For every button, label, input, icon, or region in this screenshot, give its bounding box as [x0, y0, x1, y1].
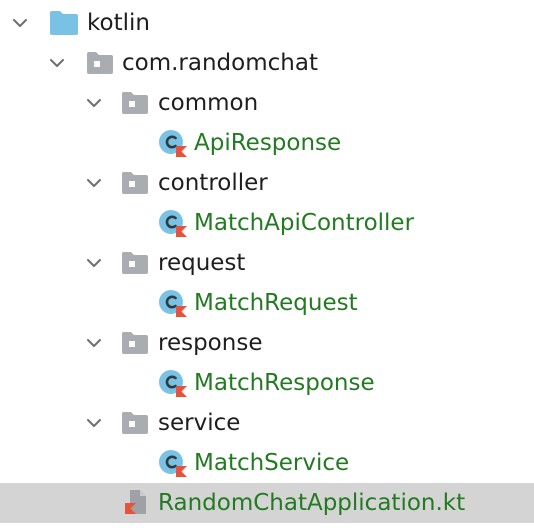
- chevron-down-icon[interactable]: [85, 254, 103, 272]
- tree-item-label: controller: [158, 170, 268, 196]
- tree-item-label: MatchService: [194, 450, 350, 476]
- chevron-down-icon[interactable]: [48, 54, 66, 72]
- tree-item-label: common: [158, 90, 259, 116]
- chevron-down-icon[interactable]: [85, 334, 103, 352]
- package-folder-icon: [122, 252, 148, 274]
- tree-item-label: request: [158, 250, 246, 276]
- kotlin-class-icon: [159, 130, 187, 157]
- tree-item-label: MatchRequest: [194, 290, 358, 316]
- tree-item-label: MatchApiController: [194, 210, 415, 236]
- package-folder-icon: [87, 52, 113, 74]
- tree-item-randomchatapplication[interactable]: RandomChatApplication.kt: [0, 483, 534, 523]
- tree-item-common[interactable]: common: [0, 83, 534, 123]
- chevron-down-icon[interactable]: [11, 14, 29, 32]
- tree-item-com-randomchat[interactable]: com.randomchat: [0, 43, 534, 83]
- package-folder-icon: [122, 412, 148, 434]
- kotlin-class-icon: [159, 210, 187, 237]
- tree-item-apiresponse[interactable]: ApiResponse: [0, 123, 534, 163]
- chevron-down-icon[interactable]: [85, 414, 103, 432]
- tree-item-label: service: [158, 410, 241, 436]
- package-folder-icon: [122, 172, 148, 194]
- kotlin-class-icon: [159, 450, 187, 477]
- tree-item-controller[interactable]: controller: [0, 163, 534, 203]
- tree-item-label: response: [158, 330, 263, 356]
- tree-item-matchresponse[interactable]: MatchResponse: [0, 363, 534, 403]
- tree-item-kotlin[interactable]: kotlin: [0, 3, 534, 43]
- tree-item-response[interactable]: response: [0, 323, 534, 363]
- tree-item-label: MatchResponse: [194, 370, 375, 396]
- tree-item-label: kotlin: [87, 10, 150, 36]
- tree-item-matchapicontroller[interactable]: MatchApiController: [0, 203, 534, 243]
- tree-item-label: ApiResponse: [194, 130, 342, 156]
- tree-item-service[interactable]: service: [0, 403, 534, 443]
- tree-item-matchservice[interactable]: MatchService: [0, 443, 534, 483]
- tree-item-request[interactable]: request: [0, 243, 534, 283]
- kotlin-file-icon: [125, 490, 146, 514]
- tree-item-matchrequest[interactable]: MatchRequest: [0, 283, 534, 323]
- kotlin-class-icon: [159, 290, 187, 317]
- chevron-down-icon[interactable]: [85, 94, 103, 112]
- tree-item-label: RandomChatApplication.kt: [158, 490, 466, 516]
- tree-item-label: com.randomchat: [122, 50, 318, 76]
- package-folder-icon: [122, 332, 148, 354]
- source-folder-icon: [50, 11, 78, 35]
- chevron-down-icon[interactable]: [85, 174, 103, 192]
- kotlin-class-icon: [159, 370, 187, 397]
- package-folder-icon: [122, 92, 148, 114]
